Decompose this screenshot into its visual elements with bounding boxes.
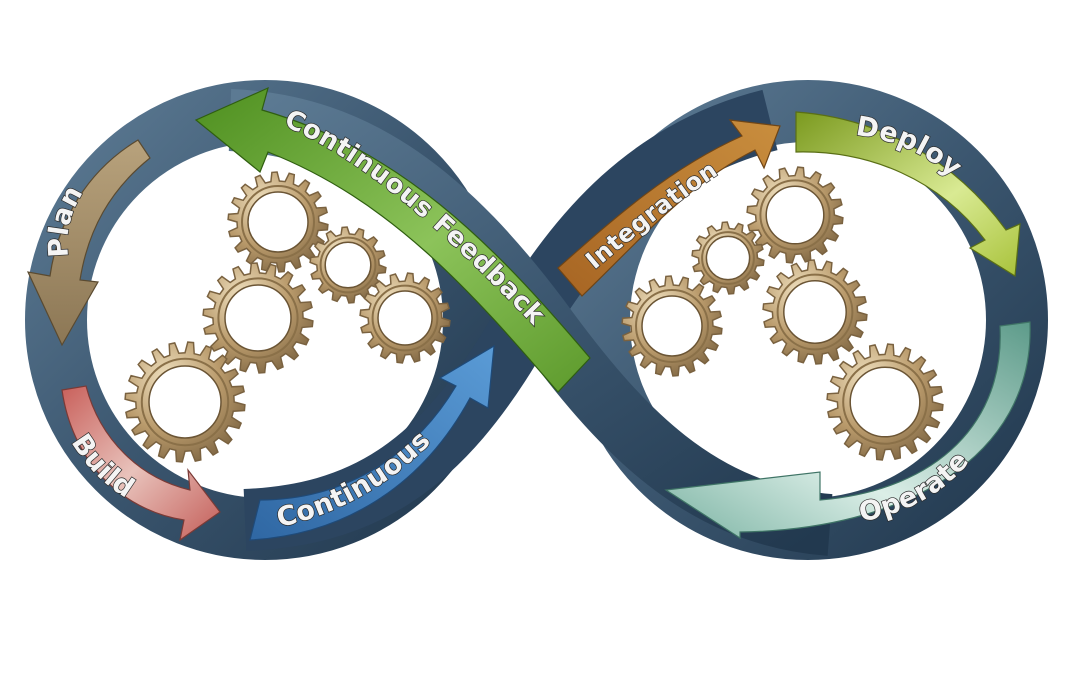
gear-icon — [359, 272, 451, 364]
build-arrow — [61, 385, 221, 542]
continuous-arrow — [249, 344, 495, 541]
gear-icon — [202, 262, 314, 374]
gear-icon — [762, 259, 868, 365]
gear-cluster — [124, 166, 944, 463]
gear-icon — [746, 166, 844, 264]
gear-icon — [309, 226, 387, 304]
operate-arrow — [664, 321, 1031, 540]
gear-icon — [826, 343, 944, 461]
plan-arrow — [26, 139, 151, 347]
gear-icon — [691, 221, 765, 295]
integration-arrow — [557, 119, 781, 297]
gear-icon — [124, 341, 246, 463]
gear-icon — [227, 171, 329, 273]
gear-icon — [621, 275, 723, 377]
deploy-arrow — [795, 111, 1021, 278]
continuous-feedback-arrow — [194, 86, 591, 393]
